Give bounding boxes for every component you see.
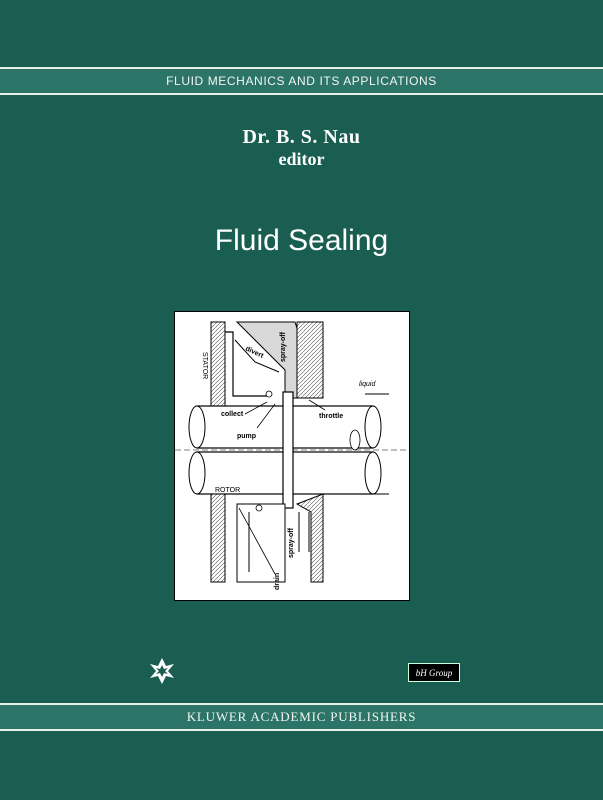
series-title: FLUID MECHANICS AND ITS APPLICATIONS bbox=[166, 74, 437, 88]
label-stator: STATOR bbox=[201, 352, 208, 379]
editor-name: Dr. B. S. Nau bbox=[242, 126, 361, 148]
label-spray-off-top: spray-off bbox=[280, 331, 287, 362]
label-divert: divert bbox=[244, 345, 265, 360]
cover-figure: STATOR divert spray-off liquid collect t… bbox=[174, 311, 410, 601]
series-band: FLUID MECHANICS AND ITS APPLICATIONS bbox=[0, 67, 603, 95]
label-spray-off-bottom: spray-off bbox=[288, 527, 295, 558]
label-rotor: ROTOR bbox=[215, 487, 240, 494]
label-collect: collect bbox=[221, 411, 244, 418]
label-pump: pump bbox=[237, 433, 256, 440]
book-title: Fluid Sealing bbox=[214, 224, 389, 257]
bh-group-text: bH Group bbox=[415, 667, 453, 678]
seal-diagram: STATOR divert spray-off liquid collect t… bbox=[175, 321, 409, 590]
label-liquid: liquid bbox=[359, 381, 376, 388]
label-throttle: throttle bbox=[319, 413, 343, 420]
editor-role: editor bbox=[278, 149, 325, 169]
publisher-band: KLUWER ACADEMIC PUBLISHERS bbox=[0, 703, 603, 731]
label-drain: drain bbox=[274, 573, 281, 590]
bh-group-logo: bH Group bbox=[408, 663, 460, 682]
kluwer-logo-icon bbox=[150, 658, 174, 684]
publisher-name: KLUWER ACADEMIC PUBLISHERS bbox=[186, 709, 417, 724]
